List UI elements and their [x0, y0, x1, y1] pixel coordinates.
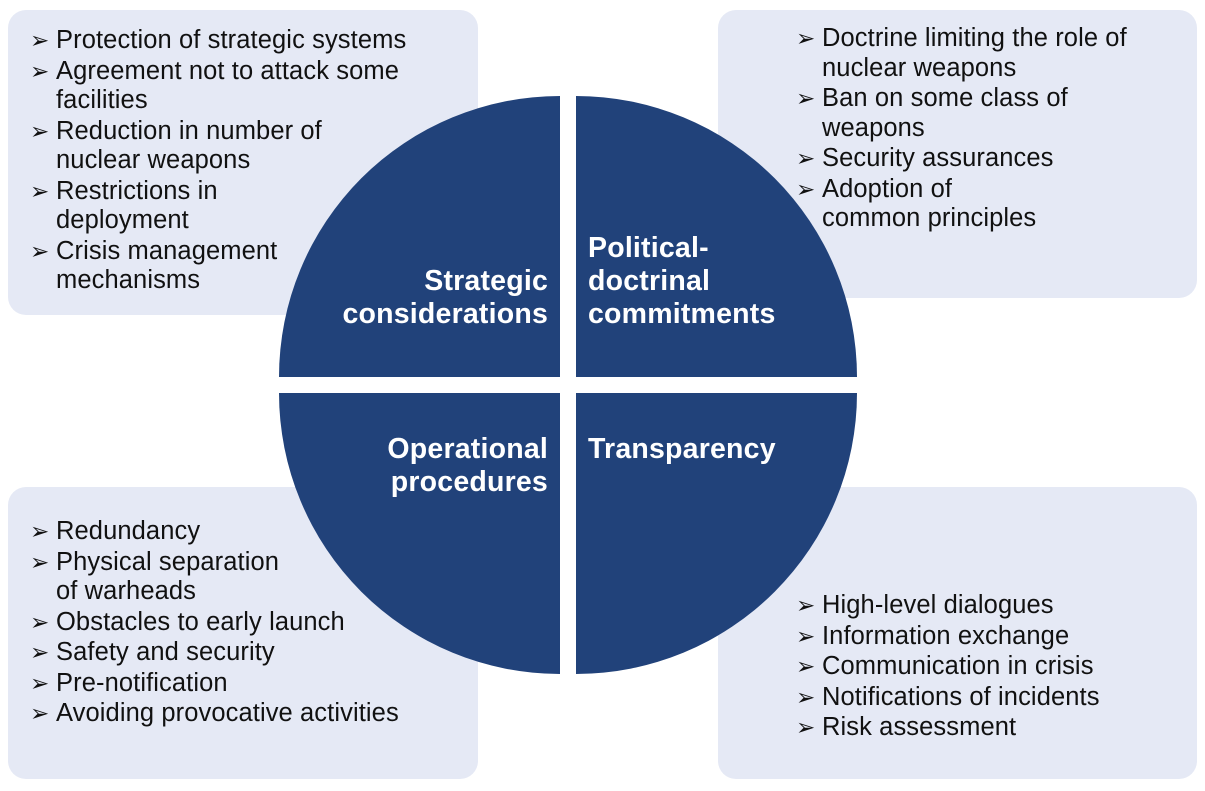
list-item: ➢Physical separation of warheads	[30, 548, 464, 607]
list-item: ➢Protection of strategic systems	[30, 26, 464, 56]
list-item-label: Doctrine limiting the role of nuclear we…	[822, 24, 1127, 82]
arrow-bullet-icon: ➢	[30, 669, 50, 696]
quadrant-label-transparency: Transparency	[588, 433, 776, 465]
list-item-label: Reduction in number of nuclear weapons	[56, 116, 322, 175]
list-item-label: Obstacles to early launch	[56, 607, 345, 636]
list-item: ➢Obstacles to early launch	[30, 608, 464, 638]
list-item: ➢Safety and security	[30, 638, 464, 668]
list-item-label: Crisis management mechanisms	[56, 236, 278, 295]
list-item-label: Security assurances	[822, 144, 1054, 172]
list-item-label: Notifications of incidents	[822, 682, 1100, 711]
arrow-bullet-icon: ➢	[30, 117, 50, 144]
quadrant-political-doctrinal-commitments[interactable]: Political- doctrinal commitments	[576, 96, 857, 377]
list-political-doctrinal-commitments: ➢Doctrine limiting the role of nuclear w…	[796, 24, 1183, 234]
arrow-bullet-icon: ➢	[796, 145, 816, 171]
list-item: ➢Agreement not to attack some facilities	[30, 57, 464, 116]
list-item-label: Ban on some class of weapons	[822, 84, 1068, 142]
quadrant-label-political-doctrinal-commitments: Political- doctrinal commitments	[588, 232, 776, 330]
list-item-label: High-level dialogues	[822, 591, 1054, 619]
quadrant-strategic-considerations[interactable]: Strategic considerations	[279, 96, 560, 377]
list-strategic-considerations: ➢Protection of strategic systems➢Agreeme…	[30, 26, 464, 296]
arrow-bullet-icon: ➢	[30, 518, 50, 544]
arrow-bullet-icon: ➢	[796, 714, 816, 740]
list-item: ➢Doctrine limiting the role of nuclear w…	[796, 24, 1183, 83]
quadrant-label-strategic-considerations: Strategic considerations	[342, 265, 548, 330]
arrow-bullet-icon: ➢	[796, 592, 816, 618]
list-item: ➢Adoption of common principles	[796, 175, 1183, 234]
arrow-bullet-icon: ➢	[796, 85, 816, 111]
list-item-label: Risk assessment	[822, 713, 1017, 741]
list-item: ➢Crisis management mechanisms	[30, 237, 464, 296]
list-operational-procedures: ➢Redundancy➢Physical separation of warhe…	[30, 517, 464, 729]
panel-transparency: ➢High-level dialogues➢Information exchan…	[718, 487, 1197, 779]
quadrant-transparency[interactable]: Transparency	[576, 393, 857, 674]
list-item-label: Pre-notification	[56, 668, 228, 697]
list-item: ➢High-level dialogues	[796, 591, 1183, 621]
quadrant-wheel: Strategic considerations Political- doct…	[279, 96, 857, 674]
list-item-label: Redundancy	[56, 517, 201, 545]
arrow-bullet-icon: ➢	[30, 700, 50, 726]
arrow-bullet-icon: ➢	[30, 27, 50, 53]
arrow-bullet-icon: ➢	[796, 622, 816, 649]
list-item: ➢Risk assessment	[796, 713, 1183, 743]
arrow-bullet-icon: ➢	[30, 608, 50, 635]
arrow-bullet-icon: ➢	[796, 683, 816, 710]
panel-operational-procedures: ➢Redundancy➢Physical separation of warhe…	[8, 487, 478, 779]
list-item: ➢Reduction in number of nuclear weapons	[30, 117, 464, 176]
quadrant-label-operational-procedures: Operational procedures	[387, 433, 548, 498]
list-item: ➢Pre-notification	[30, 669, 464, 699]
list-item-label: Information exchange	[822, 621, 1070, 650]
list-item-label: Protection of strategic systems	[56, 26, 407, 54]
arrow-bullet-icon: ➢	[30, 237, 50, 264]
arrow-bullet-icon: ➢	[30, 548, 50, 575]
arrow-bullet-icon: ➢	[30, 639, 50, 665]
arrow-bullet-icon: ➢	[30, 57, 50, 84]
list-item: ➢Notifications of incidents	[796, 683, 1183, 713]
arrow-bullet-icon: ➢	[30, 177, 50, 204]
list-transparency: ➢High-level dialogues➢Information exchan…	[796, 591, 1183, 743]
list-item-label: Physical separation of warheads	[56, 547, 280, 606]
arrow-bullet-icon: ➢	[796, 175, 816, 202]
list-item-label: Communication in crisis	[822, 652, 1094, 680]
list-item: ➢Ban on some class of weapons	[796, 84, 1183, 143]
list-item: ➢Redundancy	[30, 517, 464, 547]
list-item: ➢Restrictions in deployment	[30, 177, 464, 236]
list-item: ➢Communication in crisis	[796, 652, 1183, 682]
arrow-bullet-icon: ➢	[796, 25, 816, 51]
list-item-label: Agreement not to attack some facilities	[56, 56, 399, 115]
list-item: ➢Avoiding provocative activities	[30, 699, 464, 729]
list-item: ➢Information exchange	[796, 622, 1183, 652]
quadrant-operational-procedures[interactable]: Operational procedures	[279, 393, 560, 674]
list-item-label: Restrictions in deployment	[56, 176, 218, 235]
list-item: ➢Security assurances	[796, 144, 1183, 174]
arrow-bullet-icon: ➢	[796, 653, 816, 679]
list-item-label: Avoiding provocative activities	[56, 699, 399, 727]
list-item-label: Adoption of common principles	[822, 174, 1037, 233]
list-item-label: Safety and security	[56, 638, 275, 666]
